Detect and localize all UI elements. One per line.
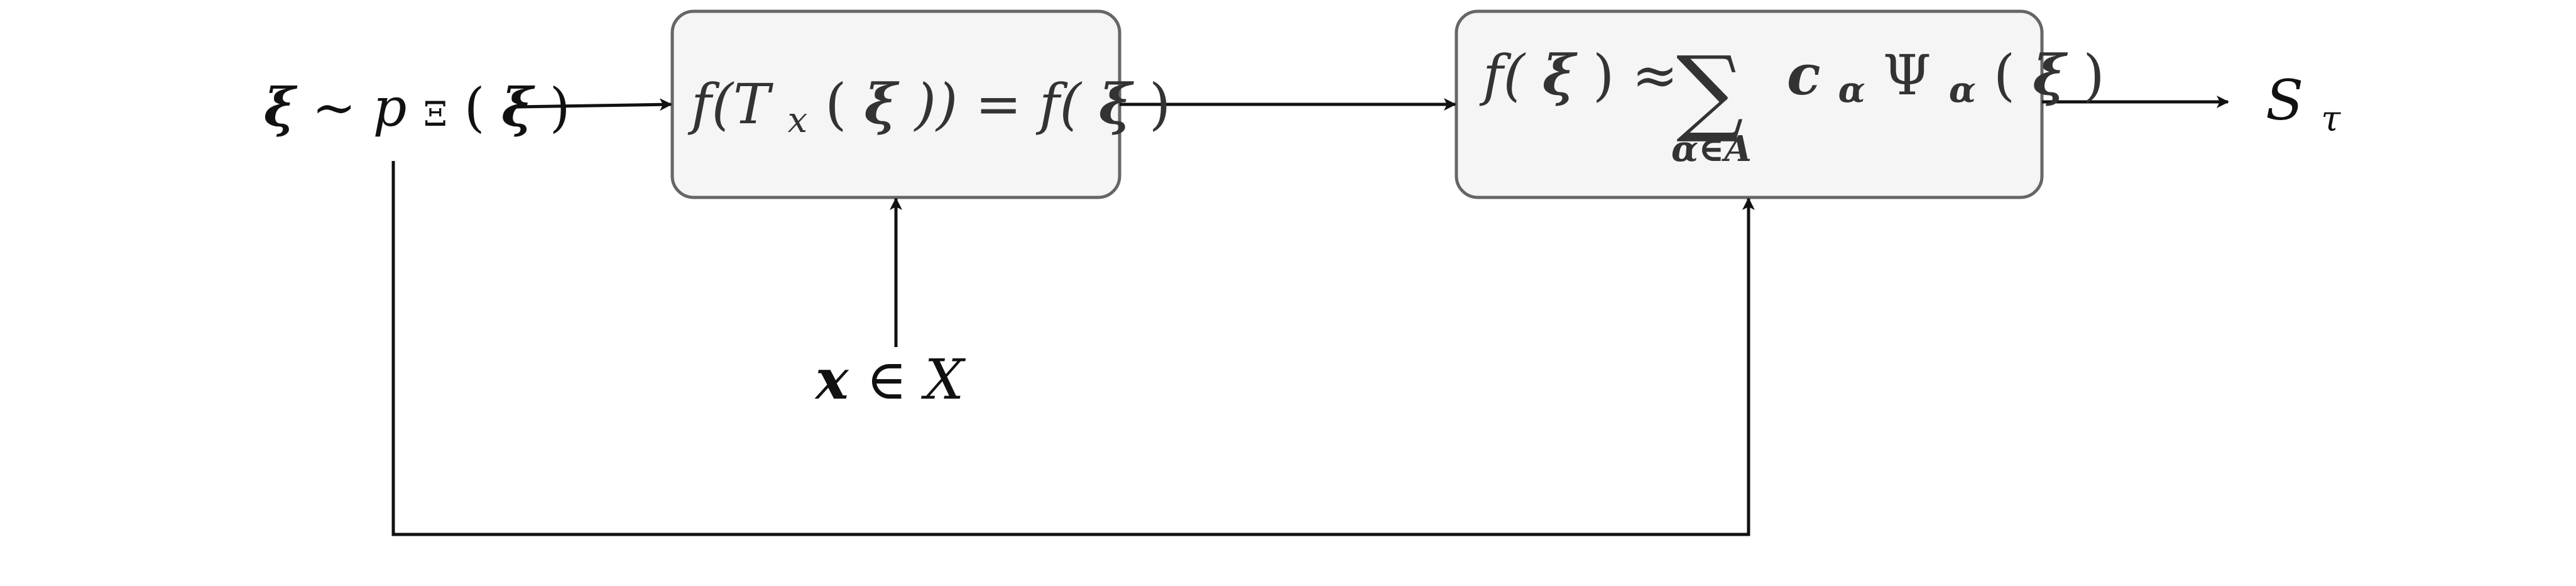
transform-f-t: f(T (687, 72, 774, 136)
input-distribution-label: ξ ∼ p Ξ ( ξ ) (264, 76, 570, 138)
spatial-in: ∈ (866, 347, 924, 412)
expansion-f: f( (1479, 43, 1526, 108)
transform-xi-rhs: ξ (1099, 71, 1134, 136)
transform-label: f(T x ( ξ )) = f( ξ ) (687, 71, 1171, 145)
input-lparen: ( (464, 77, 485, 138)
output-label: S τ (2266, 68, 2341, 140)
output-s: S (2266, 68, 2303, 133)
spatial-input-label: x ∈ X (814, 346, 966, 412)
input-xi: ξ (264, 76, 298, 138)
transform-open: ( (825, 72, 846, 136)
spatial-x: x (814, 346, 849, 412)
expansion-sum-symbol: ∑ (1676, 36, 1744, 146)
feedback-path-to-expansion (391, 161, 1755, 536)
expansion-sum-index: α∈A (1671, 128, 1752, 170)
expansion-rparen: ) (2083, 43, 2104, 108)
input-p: p (373, 77, 407, 138)
expansion-lparen: ( (1994, 43, 2015, 108)
expansion-c: c (1787, 42, 1821, 108)
input-sim: ∼ (312, 77, 373, 138)
transform-subscript-x: x (788, 100, 808, 141)
transform-close: ) (1149, 72, 1171, 136)
transform-xi: ξ (865, 71, 900, 136)
spatial-X: X (921, 347, 966, 412)
expansion-terms: c α Ψ α ( ξ ) (1787, 42, 2105, 115)
expansion-label: f( ξ ) ≈ (1479, 42, 1678, 108)
transform-equals: )) = f( (914, 72, 1083, 136)
input-p-subscript: Ξ (423, 94, 447, 134)
output-subscript-tau: τ (2321, 99, 2341, 140)
input-rparen: ) (550, 77, 570, 138)
expansion-approx: ) ≈ (1593, 43, 1678, 108)
expansion-c-subscript: α (1838, 69, 1865, 111)
expansion-psi-subscript: α (1949, 69, 1976, 111)
expansion-xi: ξ (1542, 42, 1578, 108)
input-xi-arg: ξ (501, 76, 535, 138)
expansion-xi-arg: ξ (2033, 42, 2068, 108)
arrow-input-to-transform (516, 98, 672, 111)
expansion-psi: Ψ (1883, 43, 1931, 108)
